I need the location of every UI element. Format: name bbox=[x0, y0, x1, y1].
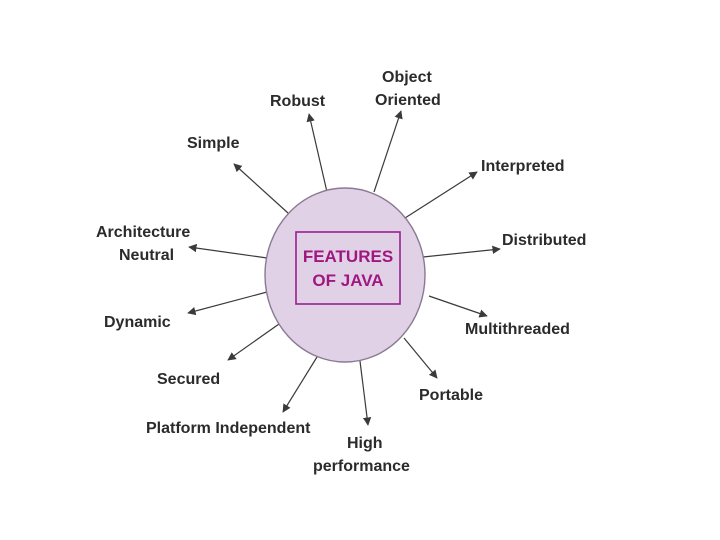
center-title-line2: OF JAVA bbox=[312, 271, 383, 290]
label-simple: Simple bbox=[187, 135, 240, 152]
label-robust: Robust bbox=[270, 93, 326, 110]
center-box bbox=[295, 231, 401, 305]
label-distributed: Distributed bbox=[502, 232, 586, 249]
arrow-dynamic bbox=[187, 291, 268, 316]
arrows bbox=[187, 110, 501, 426]
label-interpreted: Interpreted bbox=[481, 158, 565, 175]
arrow-architecture-neutral bbox=[188, 243, 268, 259]
label-dynamic: Dynamic bbox=[104, 314, 171, 331]
label-object-oriented-line1: Object bbox=[382, 69, 432, 86]
arrow-interpreted bbox=[404, 171, 478, 219]
label-high-performance-line2: performance bbox=[313, 458, 410, 475]
label-platform-independent: Platform Independent bbox=[146, 420, 311, 437]
arrow-object-oriented bbox=[373, 110, 403, 193]
label-object-oriented-line2: Oriented bbox=[375, 92, 441, 109]
label-portable: Portable bbox=[419, 387, 483, 404]
label-architecture-neutral-line2: Neutral bbox=[119, 247, 174, 264]
label-multithreaded: Multithreaded bbox=[465, 321, 570, 338]
arrow-secured bbox=[227, 323, 280, 361]
label-architecture-neutral-line1: Architecture bbox=[96, 224, 190, 241]
arrow-high-performance bbox=[359, 360, 372, 426]
arrow-portable bbox=[403, 337, 438, 379]
arrow-simple bbox=[233, 163, 289, 214]
arrow-multithreaded bbox=[428, 295, 488, 318]
center-title-line1: FEATURES bbox=[303, 247, 393, 266]
arrow-distributed bbox=[422, 245, 501, 258]
arrow-robust bbox=[306, 113, 328, 193]
label-secured: Secured bbox=[157, 371, 220, 388]
label-high-performance-line1: High bbox=[347, 435, 383, 452]
arrow-platform-independent bbox=[282, 356, 318, 413]
feature-labels: Robust Object Oriented Simple Interprete… bbox=[96, 69, 586, 475]
